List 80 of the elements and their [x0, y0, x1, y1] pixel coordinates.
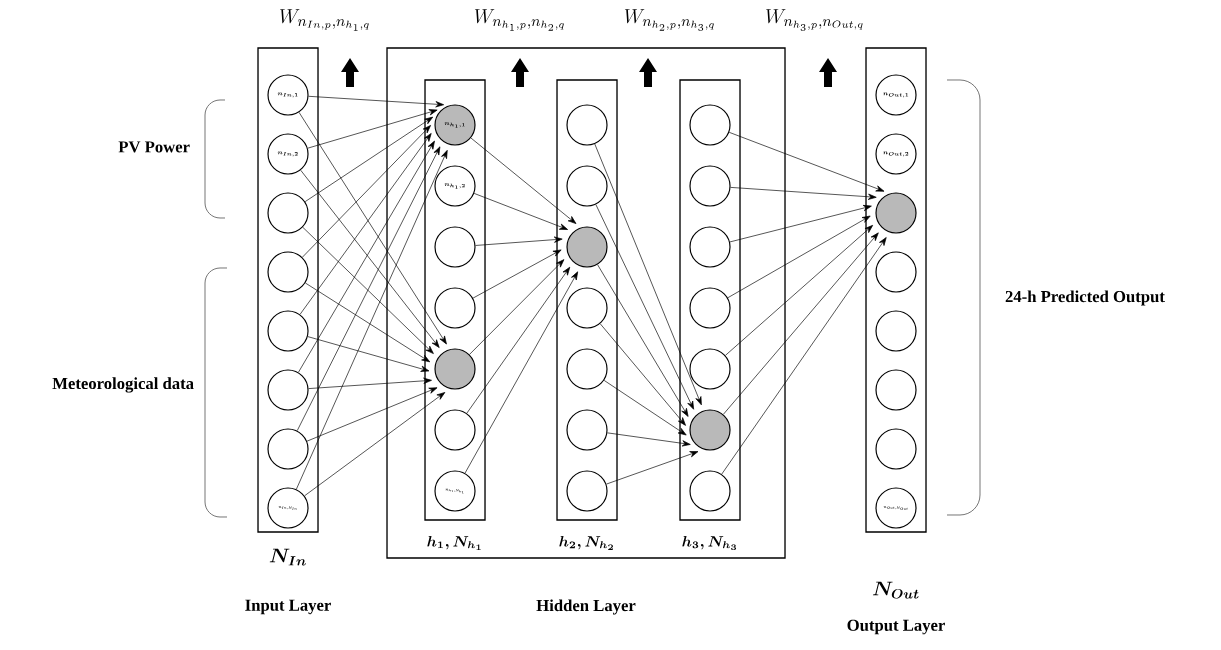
connection-arrow [475, 236, 563, 246]
node-label: $N_{In}$ [269, 548, 306, 566]
connection-arrow [304, 116, 434, 202]
neuron-circle [434, 226, 476, 268]
node-label: Input Layer [245, 599, 331, 615]
neuron-circle [434, 409, 476, 451]
neuron-circle [267, 310, 309, 352]
side-label: 24-h Predicted Output [1005, 290, 1165, 306]
connection-arrow [305, 282, 431, 363]
connection-arrow [466, 266, 571, 414]
connection-arrow [307, 109, 438, 149]
neuron-circle [689, 409, 731, 451]
neuron-circle [566, 165, 608, 207]
neuron-circle [566, 348, 608, 390]
node-label: $h_1, N_{h_1}$ [427, 536, 481, 550]
connection-arrow [597, 264, 689, 417]
connection-arrow [302, 125, 431, 258]
neuron-circle [689, 104, 731, 146]
connection-arrow [296, 146, 441, 431]
connection-arrow [472, 249, 562, 299]
connection-arrow [308, 377, 432, 389]
connection-arrow [723, 232, 879, 415]
neuron-circle [267, 192, 309, 234]
connection-arrow [302, 226, 434, 354]
side-label: Meteorological data [52, 377, 194, 393]
neuron-circle [267, 251, 309, 293]
node-label: Hidden Layer [536, 599, 636, 615]
connection-arrow [298, 112, 447, 345]
weight-label: $W_{n_{h_2,p},n_{h_3,q}}$ [624, 9, 714, 31]
weight-label: $W_{n_{In,p},n_{h_1,q}}$ [280, 9, 369, 31]
neuron-circle [875, 251, 917, 293]
side-label: PV Power [118, 141, 190, 153]
connection-arrow [594, 143, 702, 406]
neuron-circle [566, 470, 608, 512]
connection-arrow [469, 259, 565, 355]
connection-arrow [300, 169, 440, 348]
neuron-circle [875, 310, 917, 352]
connection-arrow [599, 323, 686, 426]
connection-arrow [473, 193, 568, 230]
weight-label: $W_{n_{h_1,p},n_{h_2,q}}$ [474, 9, 564, 31]
connection-arrow [470, 137, 577, 224]
node-label: $N_{Out}$ [872, 581, 919, 599]
connection-arrow [308, 95, 445, 108]
neuron-circle [689, 165, 731, 207]
connection-arrow [304, 392, 446, 497]
node-label: $h_3, N_{h_3}$ [682, 536, 737, 551]
connection-arrow [298, 140, 435, 373]
connection-arrow [296, 150, 448, 490]
neuron-circle [875, 428, 917, 470]
neuron-circle [267, 369, 309, 411]
neuron-circle [267, 428, 309, 470]
neuron-circle [689, 226, 731, 268]
connection-arrow [595, 204, 694, 410]
connection-arrow [603, 380, 687, 436]
connection-arrow [728, 132, 885, 192]
neuron-circle [434, 348, 476, 390]
connection-arrow [606, 451, 699, 485]
node-label: $h_2, N_{h_2}$ [559, 536, 613, 550]
connection-arrow [729, 205, 872, 243]
connection-arrow [607, 432, 691, 447]
connection-arrow [299, 133, 432, 315]
neuron-circle [875, 192, 917, 234]
node-label: Output Layer [847, 619, 945, 635]
neuron-circle [689, 348, 731, 390]
neuron-circle [566, 104, 608, 146]
neuron-circle [566, 226, 608, 268]
neuron-circle [566, 287, 608, 329]
connection-arrow [725, 225, 874, 356]
neuron-circle [566, 409, 608, 451]
neuron-circle [689, 470, 731, 512]
connection-arrow [727, 215, 871, 299]
connection-arrow [464, 271, 579, 474]
neuron-circle [689, 287, 731, 329]
weight-label: $W_{n_{h_3,p},n_{Out,q}}$ [766, 9, 863, 31]
neuron-circle [875, 369, 917, 411]
connection-arrow [307, 336, 430, 372]
neuron-circle [434, 287, 476, 329]
connection-arrow [721, 237, 887, 475]
connection-arrow [306, 387, 438, 442]
connection-arrow [730, 187, 877, 200]
